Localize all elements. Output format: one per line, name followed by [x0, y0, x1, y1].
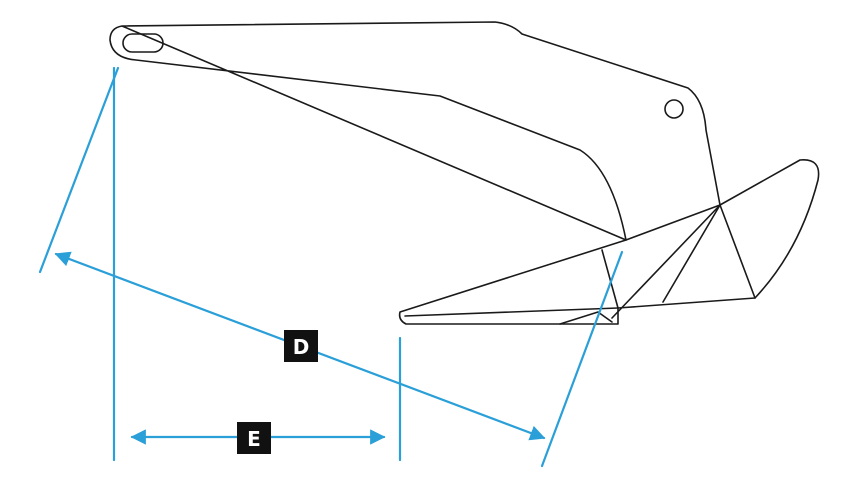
label-e-text: E	[247, 427, 261, 451]
shank-hole	[664, 99, 684, 119]
fluke-line-4	[601, 249, 619, 309]
fluke-line-2	[662, 204, 721, 303]
slanted-ref-right	[540, 250, 624, 468]
fluke-ridge	[404, 307, 619, 317]
fluke-tip	[559, 311, 613, 325]
label-d-text: D	[293, 335, 310, 359]
label-e: E	[237, 422, 271, 454]
slanted-ref-left	[38, 66, 120, 274]
dimension-lines	[38, 66, 624, 468]
fluke-line-1	[719, 204, 756, 299]
shackle-slot	[122, 33, 164, 53]
anchor-shank	[109, 21, 721, 241]
label-d-box	[284, 330, 318, 362]
anchor-outline	[109, 21, 820, 325]
fluke-line-3	[611, 204, 721, 319]
label-d: D	[284, 330, 318, 362]
label-e-box	[237, 422, 271, 454]
